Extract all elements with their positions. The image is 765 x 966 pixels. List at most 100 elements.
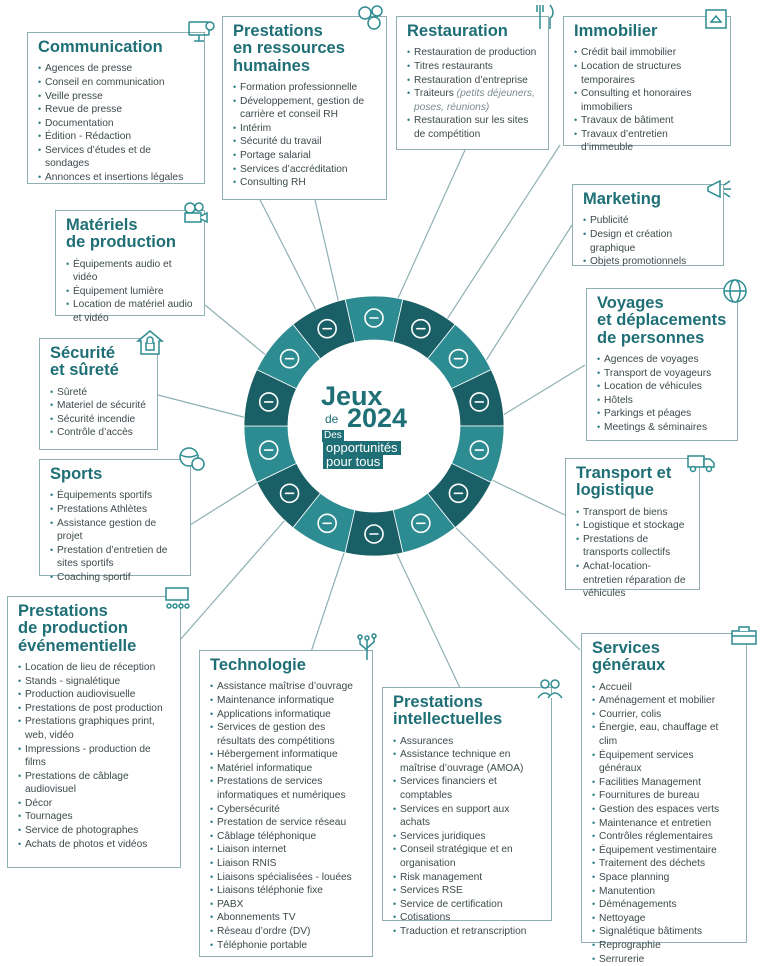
list-item: Intérim <box>233 122 377 136</box>
list-item: Prestation d’entretien de sites sportifs <box>50 544 181 571</box>
list-intellectuelles: Assurances Assistance technique en maîtr… <box>393 735 542 939</box>
box-marketing: Marketing Publicité Design et création g… <box>572 184 724 266</box>
list-item: Sécurité incendie <box>50 413 148 427</box>
list-item: Prestations graphiques print, web, vidéo <box>18 715 171 742</box>
list-item: Énergie, eau, chauffage et clim <box>592 721 737 748</box>
list-item: Publicité <box>583 214 714 228</box>
stage-audience-icon <box>162 584 192 614</box>
list-marketing: Publicité Design et création graphique O… <box>583 214 714 268</box>
list-item: Assistance gestion de projet <box>50 517 181 544</box>
list-item: Traitement des déchets <box>592 857 737 871</box>
list-item: Liaison internet <box>210 843 363 857</box>
title-communication: Communication <box>38 39 195 56</box>
list-item: Restauration sur les sites de compétitio… <box>407 114 539 141</box>
list-item: Prestations de services informatiques et… <box>210 775 363 802</box>
list-item: Téléphonie portable <box>210 939 363 953</box>
box-communication: Communication Agences de presse Conseil … <box>27 32 205 184</box>
list-item: Prestations Athlètes <box>50 503 181 517</box>
list-item: Services RSE <box>393 884 542 898</box>
list-item: Conseil en communication <box>38 76 195 90</box>
list-item: Hébergement informatique <box>210 748 363 762</box>
list-item: Équipements sportifs <box>50 489 181 503</box>
list-securite: Sûreté Materiel de sécurité Sécurité inc… <box>50 386 148 440</box>
list-item: Services d’études et de sondages <box>38 144 195 171</box>
list-item: Nettoyage <box>592 912 737 926</box>
connector-securite <box>158 395 255 420</box>
list-item: Liaison RNIS <box>210 857 363 871</box>
list-item: Équipement vestimentaire <box>592 844 737 858</box>
list-sports: Équipements sportifs Prestations Athlète… <box>50 489 181 584</box>
list-item: Achats de photos et vidéos <box>18 838 171 852</box>
box-restauration: Restauration Restauration de production … <box>396 16 549 150</box>
list-immobilier: Crédit bail immobilier Location de struc… <box>574 46 721 155</box>
hub-title-de: de <box>325 412 338 426</box>
list-item: PABX <box>210 898 363 912</box>
list-item: Liaisons téléphonie fixe <box>210 884 363 898</box>
list-item: Meetings & séminaires <box>597 421 728 435</box>
list-item: Titres restaurants <box>407 60 539 74</box>
list-item: Assurances <box>393 735 542 749</box>
central-wheel: Jeux de 2024 Des opportunités pour tous <box>243 295 505 557</box>
list-item: Prestations de transports collectifs <box>576 533 690 560</box>
list-item: Fournitures de bureau <box>592 789 737 803</box>
list-item: Design et création graphique <box>583 228 714 255</box>
list-item: Consulting RH <box>233 176 377 190</box>
list-technologie: Assistance maîtrise d’ouvrage Maintenanc… <box>210 680 363 952</box>
list-item: Space planning <box>592 871 737 885</box>
list-item: Location de matériel audio et vidéo <box>66 298 195 325</box>
list-item: Accueil <box>592 681 737 695</box>
list-item: Travaux d’entretien d’immeuble <box>574 128 721 155</box>
list-item: Logistique et stockage <box>576 519 690 533</box>
list-item: Aménagement et mobilier <box>592 694 737 708</box>
list-item: Câblage téléphonique <box>210 830 363 844</box>
list-item: Location de lieu de réception <box>18 661 171 675</box>
box-technologie: Technologie Assistance maîtrise d’ouvrag… <box>199 650 373 957</box>
list-item: Services de gestion des résultats des co… <box>210 721 363 748</box>
list-item: Risk management <box>393 871 542 885</box>
hub-subtitle-pour-tous: pour tous <box>323 455 383 469</box>
list-item: Revue de presse <box>38 103 195 117</box>
fork-knife-icon <box>530 2 560 32</box>
list-item: Cotisations <box>393 911 542 925</box>
list-item: Gestion des espaces verts <box>592 803 737 817</box>
list-item: Traduction et retranscription <box>393 925 542 939</box>
title-immobilier: Immobilier <box>574 23 721 40</box>
list-item: Serrurerie <box>592 953 737 966</box>
list-item: Transport de voyageurs <box>597 367 728 381</box>
list-item: Formation professionnelle <box>233 81 377 95</box>
list-item: Équipement services généraux <box>592 749 737 776</box>
hub-title-year: 2024 <box>347 403 407 434</box>
title-restauration: Restauration <box>407 23 539 40</box>
list-item: Réseau d’ordre (DV) <box>210 925 363 939</box>
list-item: Annonces et insertions légales <box>38 171 195 185</box>
list-item: Consulting et honoraires immobiliers <box>574 87 721 114</box>
list-item: Parkings et péages <box>597 407 728 421</box>
video-camera-icon <box>180 198 210 228</box>
list-item: Agences de voyages <box>597 353 728 367</box>
list-item: Restauration d’entreprise <box>407 74 539 88</box>
list-item: Materiel de sécurité <box>50 399 148 413</box>
title-sports: Sports <box>50 466 181 483</box>
hub-subtitle-opportunites: opportunités <box>323 441 401 455</box>
connector-intellectuelles <box>395 550 460 688</box>
list-communication: Agences de presse Conseil en communicati… <box>38 62 195 184</box>
list-rh: Formation professionnelle Développement,… <box>233 81 377 190</box>
list-item: Cybersécurité <box>210 803 363 817</box>
circuit-icon <box>352 632 382 662</box>
list-item: Édition - Rédaction <box>38 130 195 144</box>
list-item: Assistance maîtrise d’ouvrage <box>210 680 363 694</box>
list-item: Conseil stratégique et en organisation <box>393 843 542 870</box>
list-item: Services financiers et comptables <box>393 775 542 802</box>
consultants-icon <box>535 674 565 704</box>
list-item: Développement, gestion de carrière et co… <box>233 95 377 122</box>
list-item: Location de véhicules <box>597 380 728 394</box>
list-item: Travaux de bâtiment <box>574 114 721 128</box>
